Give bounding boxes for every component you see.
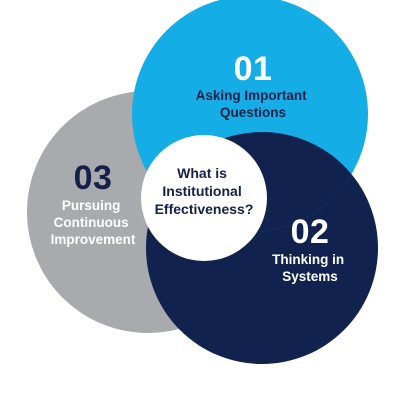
step-02-label-line-1: Thinking in bbox=[272, 252, 344, 267]
step-03-label-line-1: Pursuing bbox=[62, 198, 121, 213]
center-question-line-2: Institutional bbox=[162, 183, 241, 199]
step-03-label: Pursuing Continuous Improvement bbox=[51, 198, 136, 247]
step-01-label-line-1: Asking Important bbox=[196, 88, 308, 103]
step-01-label: Asking Important Questions bbox=[196, 88, 311, 120]
step-03-number: 03 bbox=[74, 159, 113, 197]
center-question-line-1: What is bbox=[177, 165, 227, 181]
center-question-line-3: Effectiveness? bbox=[155, 201, 254, 217]
center-hub bbox=[141, 135, 267, 261]
step-02-label: Thinking in Systems bbox=[272, 252, 348, 284]
step-01-label-line-2: Questions bbox=[220, 105, 286, 120]
step-01-number: 01 bbox=[234, 50, 273, 88]
step-02-label-line-2: Systems bbox=[282, 269, 338, 284]
step-02-number: 02 bbox=[291, 213, 330, 251]
step-03-label-line-2: Continuous bbox=[54, 215, 129, 230]
step-03-label-line-3: Improvement bbox=[51, 232, 136, 247]
center-question: What is Institutional Effectiveness? bbox=[155, 165, 254, 217]
